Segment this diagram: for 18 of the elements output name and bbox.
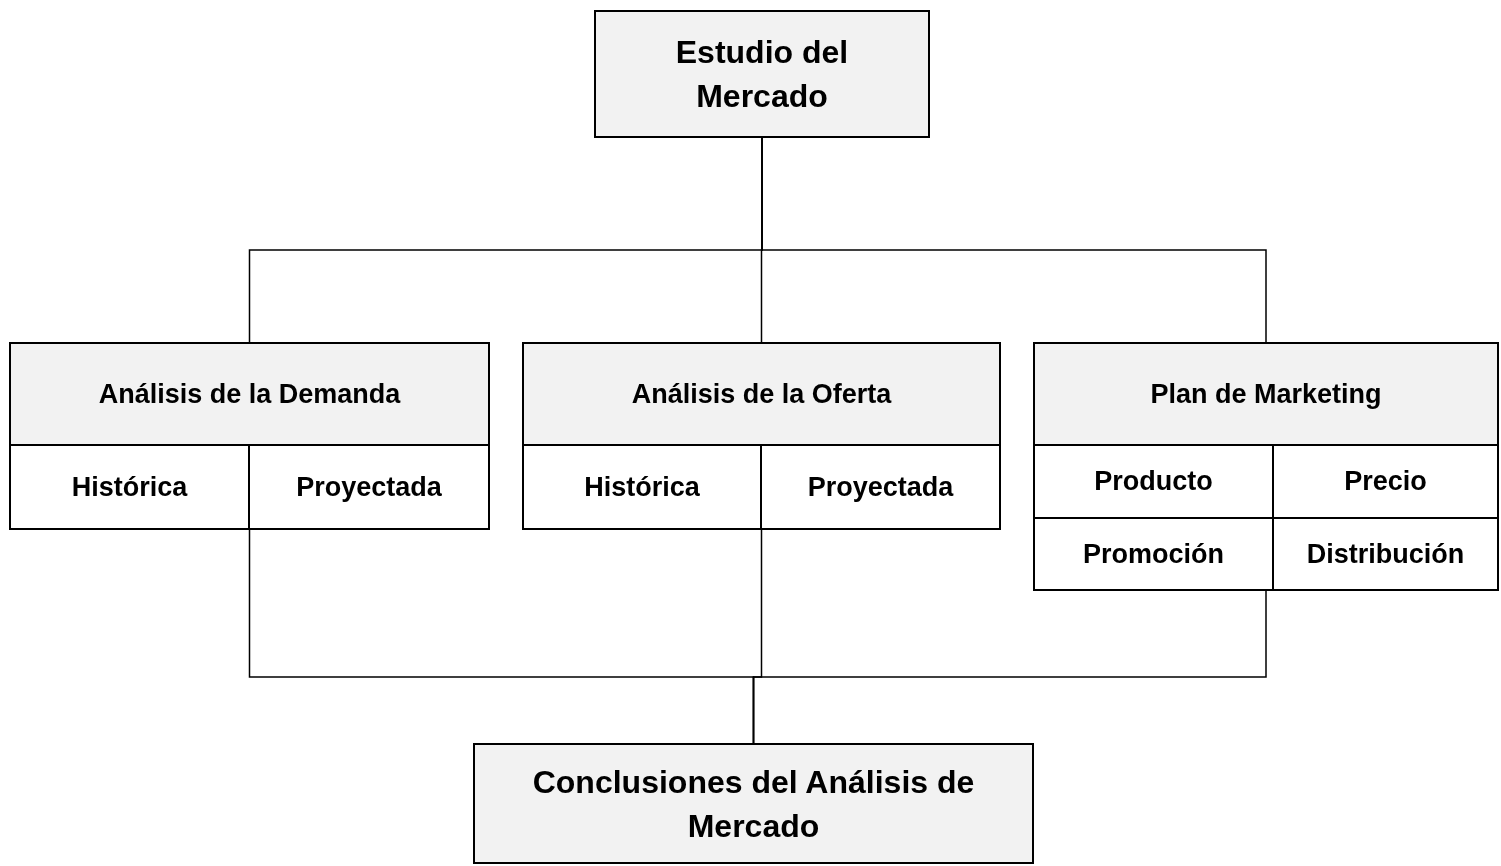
process-box: Estudio del Mercado xyxy=(594,10,930,138)
box-heading: Plan de Marketing xyxy=(1035,344,1497,446)
table-cell: Histórica xyxy=(524,446,762,528)
process-box: Conclusiones del Análisis de Mercado xyxy=(473,743,1034,864)
box-heading: Análisis de la Oferta xyxy=(524,344,999,446)
table-box xyxy=(522,342,1001,530)
table-box xyxy=(9,342,490,530)
connector-line xyxy=(752,590,1267,744)
connector-line xyxy=(761,137,1267,343)
table-cell: Proyectada xyxy=(762,446,999,528)
table-box xyxy=(1033,342,1499,591)
table-cell: Distribución xyxy=(1274,519,1497,589)
box-heading: Análisis de la Demanda xyxy=(11,344,488,446)
table-cell: Precio xyxy=(1274,446,1497,519)
table-cell: Histórica xyxy=(11,446,250,528)
table-cell: Promoción xyxy=(1035,519,1274,589)
table-cell: Proyectada xyxy=(250,446,488,528)
table-cell: Producto xyxy=(1035,446,1274,519)
